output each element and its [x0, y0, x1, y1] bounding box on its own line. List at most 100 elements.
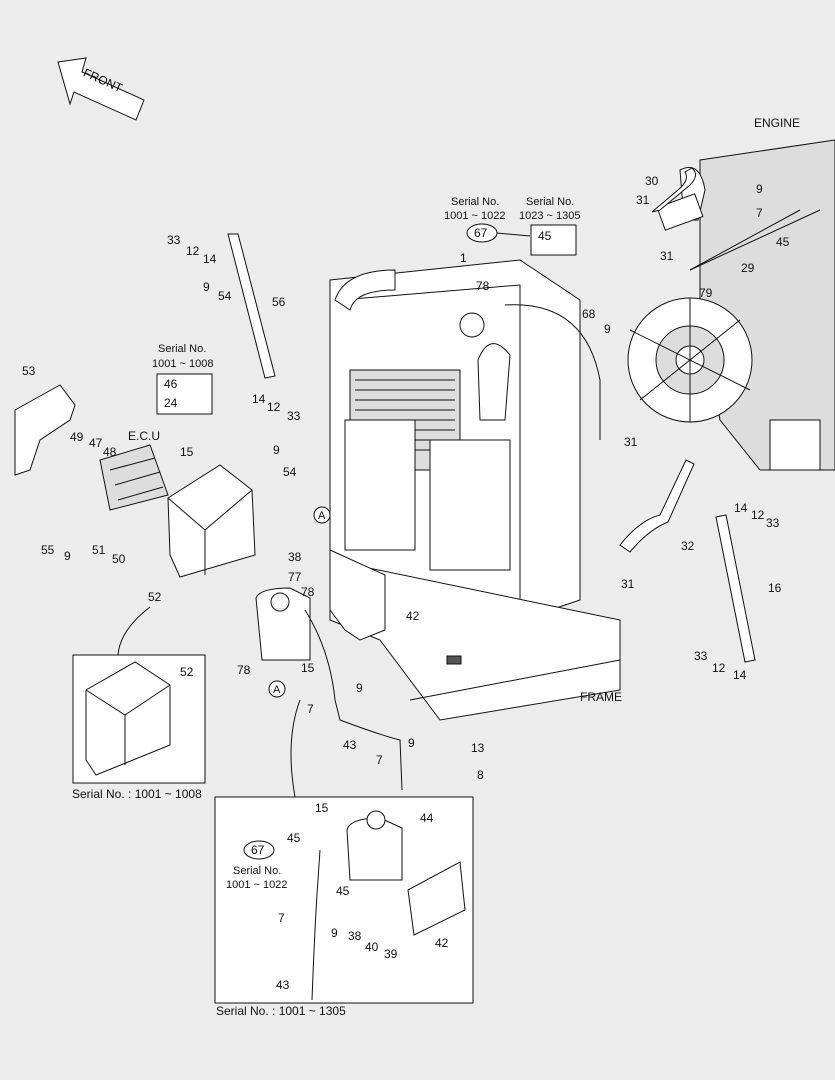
part-label: 31: [636, 193, 650, 207]
part-label: 13: [471, 741, 485, 755]
part-label: 1: [460, 251, 467, 265]
part-label: 47: [89, 436, 103, 450]
part-label: 9: [756, 182, 763, 196]
reserve-tank: [255, 587, 403, 791]
hose-29: [689, 209, 801, 271]
part-label: 33: [694, 649, 708, 663]
serial-note-top: Serial No. 1001 ~ 1022 Serial No. 1023 ~…: [444, 196, 580, 256]
part-label: 43: [276, 978, 290, 992]
inset-caption: Serial No. : 1001 ~ 1305: [216, 1004, 346, 1018]
part-label: 15: [301, 661, 315, 675]
part-label: 45: [776, 235, 790, 249]
bracket-53: [14, 384, 76, 476]
part-label: 9: [356, 681, 363, 695]
engine-illustration: [627, 139, 835, 471]
inset-cover-1001-1008: 52 Serial No. : 1001 ~ 1008: [72, 654, 206, 801]
callout-a-marker: A: [313, 506, 331, 524]
part-label: 78: [237, 663, 251, 677]
part-label: 7: [307, 702, 314, 716]
bracket-42: [329, 549, 386, 641]
part-label: 54: [218, 289, 232, 303]
part-label: 79: [699, 286, 713, 300]
part-label: 14: [734, 501, 748, 515]
part-label: 43: [343, 738, 357, 752]
part-label: 78: [476, 279, 490, 293]
part-label: 9: [273, 443, 280, 457]
part-label: 9: [408, 736, 415, 750]
part-label: 9: [64, 549, 71, 563]
serial-note-range: 1001 ~ 1022: [444, 210, 505, 222]
part-label: 77: [288, 570, 302, 584]
part-label: 42: [435, 936, 449, 950]
part-label: 16: [768, 581, 782, 595]
part-label: 50: [112, 552, 126, 566]
part-label: 7: [756, 206, 763, 220]
part-label: 12: [267, 400, 281, 414]
part-label: 9: [604, 322, 611, 336]
stay-56: [227, 233, 276, 379]
part-label: 14: [733, 668, 747, 682]
part-label: 14: [252, 392, 266, 406]
part-label: 33: [766, 516, 780, 530]
part-label: 24: [164, 396, 178, 410]
part-label: 33: [167, 233, 181, 247]
inset-leader: [117, 606, 151, 656]
part-label: 49: [70, 430, 84, 444]
part-label: 78: [301, 585, 315, 599]
serial-note-text: Serial No.: [233, 865, 281, 877]
part-label: 45: [336, 884, 350, 898]
serial-note-range: 1023 ~ 1305: [519, 210, 580, 222]
frame-illustration: [329, 559, 621, 721]
stay-16: [715, 514, 756, 663]
part-label: 7: [376, 753, 383, 767]
part-label: 30: [645, 174, 659, 188]
part-label: 15: [315, 801, 329, 815]
callout-a-label: A: [273, 684, 281, 696]
ecu-label: E.C.U: [128, 429, 160, 443]
part-label: 44: [420, 811, 434, 825]
part-callouts: 1 78 68 9 30 31 9 7 45 31 29 79 56 54 9 …: [22, 174, 790, 782]
radiator-assembly: [329, 259, 601, 621]
part-label: 45: [538, 229, 552, 243]
part-label: 56: [272, 295, 286, 309]
inset-caption: Serial No. : 1001 ~ 1008: [72, 787, 202, 801]
part-label: 12: [712, 661, 726, 675]
part-label: 38: [288, 550, 302, 564]
front-arrow-icon: FRONT: [57, 57, 145, 121]
part-label: 9: [331, 926, 338, 940]
hose-32: [619, 459, 695, 553]
part-label: 9: [203, 280, 210, 294]
part-label: 40: [365, 940, 379, 954]
reference-67: 67: [474, 226, 488, 240]
serial-note-text: Serial No.: [451, 196, 499, 208]
part-label: 48: [103, 445, 117, 459]
part-label: 39: [384, 947, 398, 961]
frame-label: FRAME: [580, 690, 622, 704]
ecu-unit: [99, 444, 169, 511]
part-label: 12: [186, 244, 200, 258]
part-label: 31: [621, 577, 635, 591]
serial-note-range: 1001 ~ 1008: [152, 358, 213, 370]
part-label: 46: [164, 377, 178, 391]
part-label: 55: [41, 543, 55, 557]
part-label: 38: [348, 929, 362, 943]
callout-a-label: A: [318, 510, 326, 522]
part-label: 31: [660, 249, 674, 263]
part-label: 51: [92, 543, 106, 557]
part-label: 15: [180, 445, 194, 459]
part-label: 12: [751, 508, 765, 522]
part-label: 32: [681, 539, 695, 553]
part-label: 33: [287, 409, 301, 423]
part-label: 52: [180, 665, 194, 679]
part-label: 53: [22, 364, 36, 378]
part-label: 31: [624, 435, 638, 449]
part-label: 54: [283, 465, 297, 479]
part-label: 29: [741, 261, 755, 275]
part-label: 45: [287, 831, 301, 845]
part-label: 8: [477, 768, 484, 782]
part-label: 52: [148, 590, 162, 604]
cover-52: [167, 464, 256, 578]
serial-note-text: Serial No.: [526, 196, 574, 208]
reference-67: 67: [251, 843, 265, 857]
